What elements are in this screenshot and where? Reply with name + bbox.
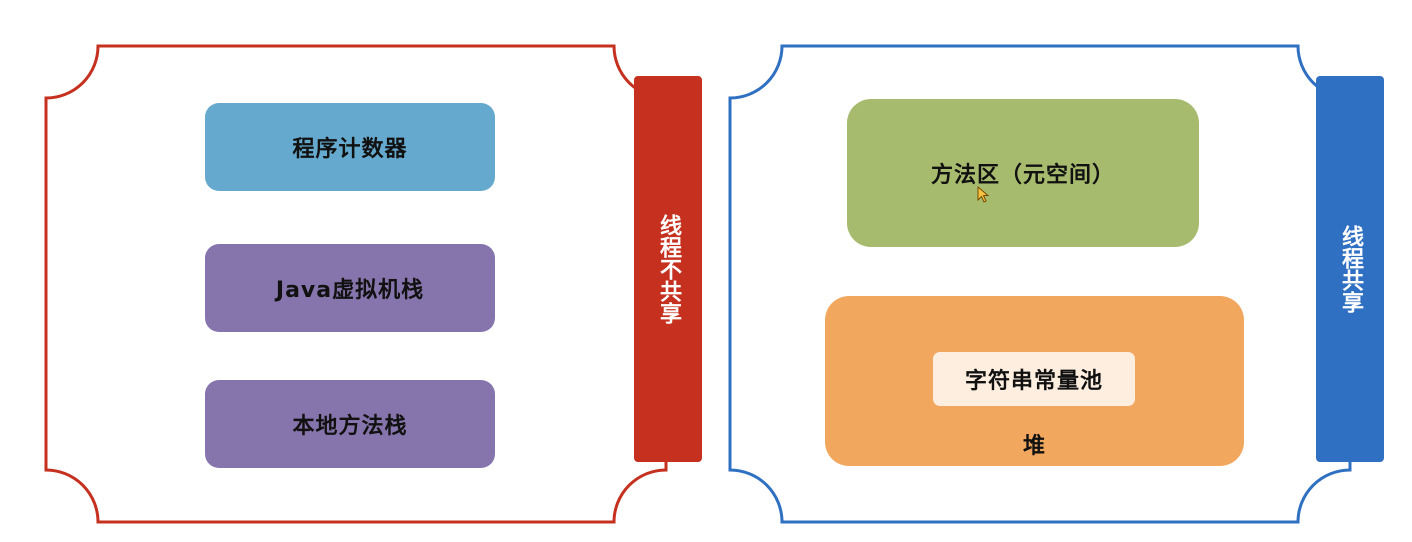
jvm-stack-label: Java虚拟机栈 bbox=[275, 278, 425, 303]
method-area-box: 方法区（元空间） bbox=[847, 99, 1199, 247]
program-counter-box: 程序计数器 bbox=[205, 103, 495, 191]
program-counter-label: 程序计数器 bbox=[292, 137, 408, 162]
jvm-stack-box: Java虚拟机栈 bbox=[205, 244, 495, 332]
string-constant-pool-box: 字符串常量池 bbox=[933, 352, 1135, 406]
thread-shared-label: 线程共享 bbox=[1338, 225, 1363, 313]
heap-box: 字符串常量池 堆 bbox=[825, 296, 1244, 466]
thread-private-bar: 线程不共享 bbox=[634, 76, 702, 462]
native-method-stack-box: 本地方法栈 bbox=[205, 380, 495, 468]
thread-shared-bar: 线程共享 bbox=[1316, 76, 1384, 462]
mouse-pointer-icon bbox=[977, 186, 990, 203]
method-area-label: 方法区（元空间） bbox=[930, 163, 1115, 188]
string-constant-pool-label: 字符串常量池 bbox=[964, 369, 1103, 394]
native-method-stack-label: 本地方法栈 bbox=[292, 414, 408, 439]
heap-label: 堆 bbox=[1022, 434, 1046, 459]
thread-private-label: 线程不共享 bbox=[656, 214, 681, 324]
